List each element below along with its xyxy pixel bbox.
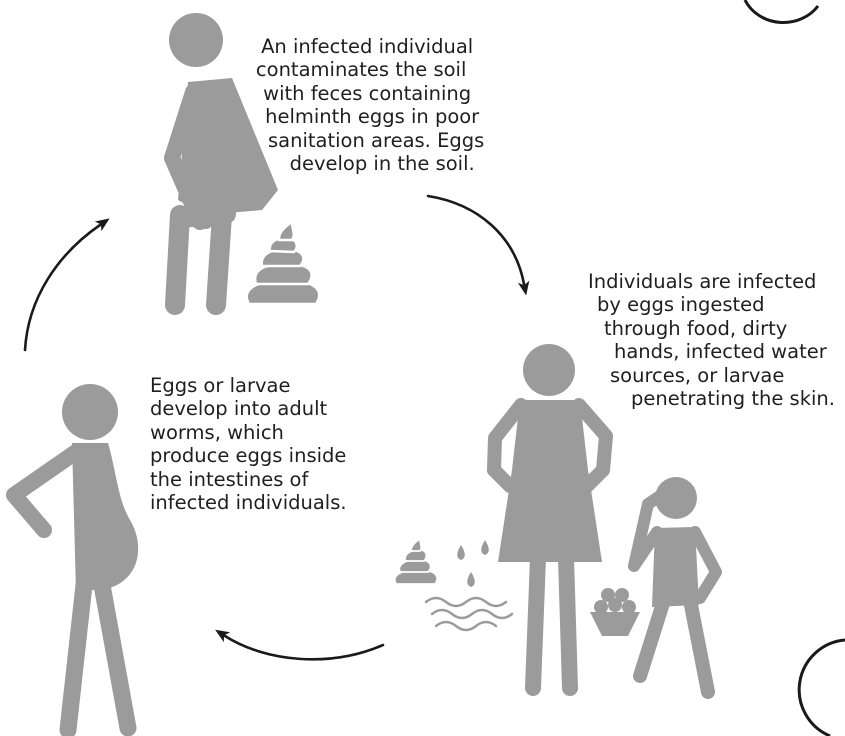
caption-soil-contamination: An infected individual contaminates the … (250, 35, 484, 175)
caption-line: by eggs ingested (597, 293, 765, 317)
caption-line: hands, infected water (614, 340, 827, 364)
fruit-basket-icon (590, 588, 640, 636)
caption-line: develop in the soil. (289, 152, 475, 176)
cycle-arrow-icon (215, 629, 385, 661)
caption-line: An infected individual (261, 35, 474, 58)
infected-man-icon (6, 384, 139, 736)
caption-line: worms, which (150, 420, 284, 444)
caption-line: produce eggs inside (150, 444, 347, 468)
caption-line: sanitation areas. Eggs (268, 128, 485, 152)
sitting-person-icon (164, 13, 278, 315)
caption-line: helminth eggs in poor (265, 105, 480, 129)
caption-line: sources, or larvae (610, 363, 785, 387)
caption-adult-worms: Eggs or larvae develop into adult worms,… (150, 374, 347, 514)
child-eating-icon (628, 477, 722, 699)
feces-pile-icon (245, 219, 321, 306)
caption-line: develop into adult (150, 397, 328, 421)
woman-icon (487, 344, 613, 696)
cycle-arrow-icon (426, 194, 530, 296)
decor-circle-bottom-icon (797, 638, 845, 736)
caption-line: infected individuals. (150, 491, 347, 515)
caption-line: through food, dirty (604, 316, 788, 340)
cycle-arrows (23, 194, 530, 661)
caption-line: with feces containing (263, 81, 472, 105)
caption-line: the intestines of (150, 467, 309, 491)
decor-circle-top-icon (743, 0, 820, 25)
water-waves-icon (424, 596, 514, 632)
caption-line: Individuals are infected (588, 270, 817, 293)
caption-line: penetrating the skin. (631, 387, 835, 411)
caption-line: contaminates the soil (255, 58, 467, 82)
caption-line: Eggs or larvae (150, 374, 291, 397)
small-feces-icon (393, 537, 439, 585)
cycle-arrow-icon (23, 218, 110, 352)
water-drops-icon (457, 540, 489, 587)
caption-infection-route: Individuals are infected by eggs ingeste… (588, 270, 835, 410)
